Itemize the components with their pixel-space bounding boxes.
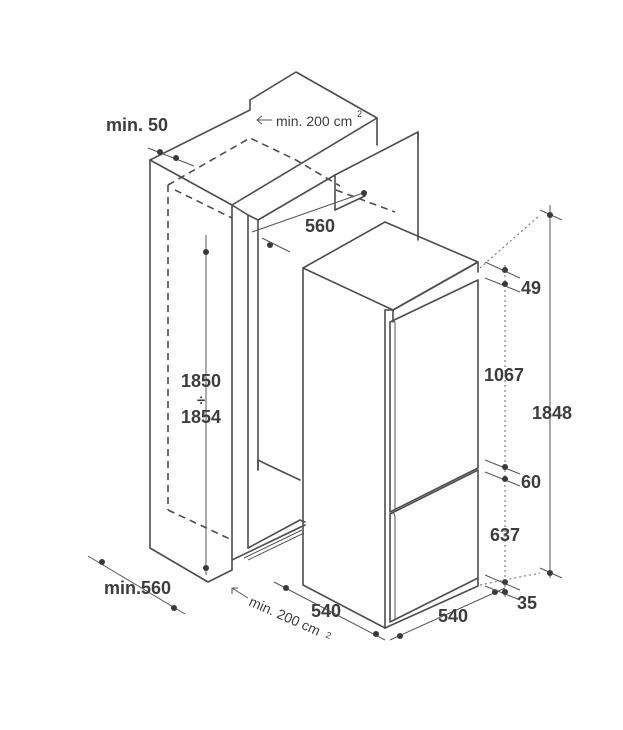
label-niche-height-bottom: 1854 (181, 407, 221, 427)
fridge-appliance (302, 221, 479, 629)
label-top-gap: 49 (521, 278, 541, 298)
dimension-labels: min. 50 min. 200 cm 2 560 1850 ÷ 1854 mi… (104, 109, 572, 641)
dimension-lines (87, 115, 563, 641)
label-niche-depth: 560 (305, 216, 335, 236)
label-appliance-width: 540 (311, 601, 341, 621)
label-niche-width: min.560 (104, 578, 171, 598)
label-total-height: 1848 (532, 403, 572, 423)
label-vent-bottom-sup: 2 (324, 630, 333, 641)
hidden-contour (167, 137, 396, 541)
label-appliance-depth: 540 (438, 606, 468, 626)
label-min-gap-top: min. 50 (106, 115, 168, 135)
label-mid-gap: 60 (521, 472, 541, 492)
label-freezer-door: 637 (490, 525, 520, 545)
label-vent-top: min. 200 cm (276, 113, 352, 129)
label-fridge-door: 1067 (484, 365, 524, 385)
label-niche-height-top: 1850 (181, 371, 221, 391)
label-niche-height-sep: ÷ (197, 392, 205, 409)
label-vent-top-sup: 2 (357, 109, 362, 119)
niche-cabinet (149, 71, 419, 583)
label-bottom-gap: 35 (517, 593, 537, 613)
